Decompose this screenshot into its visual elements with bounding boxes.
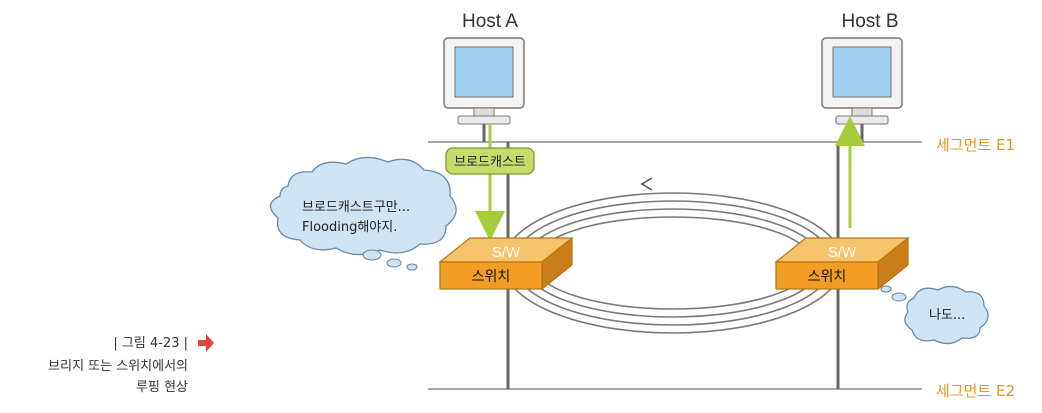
caption-arrow-icon xyxy=(198,334,214,352)
right-bubble-text: 나도... xyxy=(929,308,965,323)
left-thought-bubble: 브로드캐스트구만... Flooding해야지. xyxy=(269,156,457,271)
host-b-label: Host B xyxy=(841,11,898,32)
broadcast-tag: 브로드캐스트 xyxy=(445,147,535,175)
left-bubble-line2: Flooding해야지. xyxy=(302,220,397,235)
right-switch: S/W 스위치 xyxy=(774,236,910,291)
left-switch: S/W 스위치 xyxy=(438,236,574,291)
figure-caption-line1: 브리지 또는 스위치에서의 xyxy=(48,359,188,374)
left-switch-top-label: S/W xyxy=(492,244,521,261)
host-a-monitor-icon xyxy=(443,37,525,142)
segment-e1-label: 세그먼트 E1 xyxy=(936,136,1015,154)
right-switch-front-label: 스위치 xyxy=(808,269,847,285)
loop-direction-arrow xyxy=(640,177,653,191)
right-thought-bubble: 나도... xyxy=(880,285,989,345)
left-bubble-line1: 브로드캐스트구만... xyxy=(302,200,410,215)
figure-caption-line2: 루핑 현상 xyxy=(136,380,188,395)
host-a-label: Host A xyxy=(462,11,518,32)
host-b-monitor-icon xyxy=(821,37,903,142)
right-switch-top-label: S/W xyxy=(828,244,857,261)
broadcast-label: 브로드캐스트 xyxy=(454,155,526,170)
segment-e2-label: 세그먼트 E2 xyxy=(936,382,1015,400)
figure-caption-number: | 그림 4-23 | xyxy=(113,336,188,351)
left-switch-front-label: 스위치 xyxy=(472,269,511,285)
